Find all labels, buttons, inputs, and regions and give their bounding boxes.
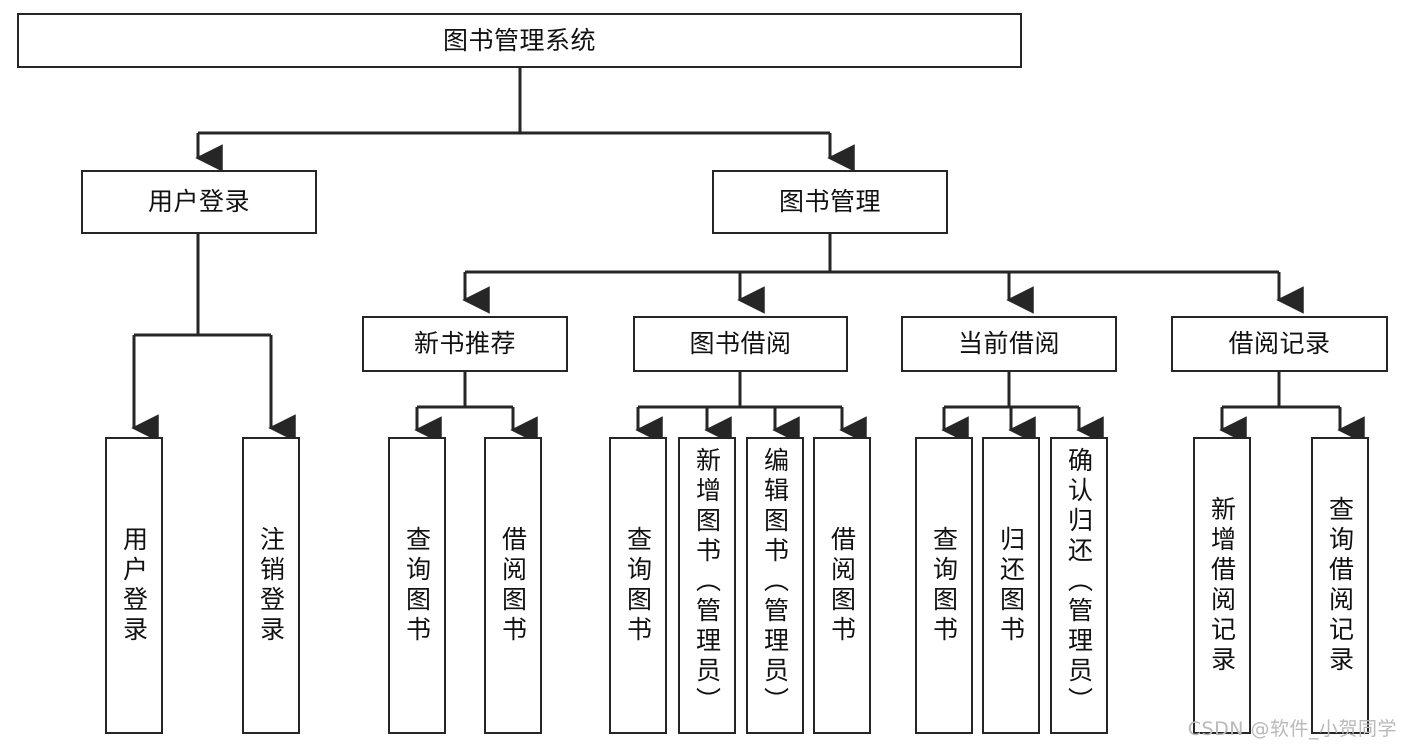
node-leaf-logout[interactable]: 注销登录 <box>242 437 300 734</box>
node-leaf-borrow-query-book-label: 查询图书 <box>623 525 653 646</box>
node-leaf-current-query-book-label: 查询图书 <box>929 525 959 646</box>
node-leaf-user-login[interactable]: 用户登录 <box>105 437 163 734</box>
node-user-login-label: 用户登录 <box>147 187 250 217</box>
node-new-book-recommend[interactable]: 新书推荐 <box>362 316 568 372</box>
node-leaf-newbook-borrow-book-label: 借阅图书 <box>498 525 528 646</box>
node-borrow-record-label: 借阅记录 <box>1228 329 1331 359</box>
node-leaf-newbook-query-book-label: 查询图书 <box>402 525 432 646</box>
node-book-borrow[interactable]: 图书借阅 <box>633 316 848 372</box>
node-user-login[interactable]: 用户登录 <box>81 170 317 234</box>
node-current-borrow-label: 当前借阅 <box>957 329 1060 359</box>
node-leaf-borrow-book[interactable]: 借阅图书 <box>813 437 871 734</box>
node-leaf-newbook-borrow-book[interactable]: 借阅图书 <box>484 437 542 734</box>
node-leaf-borrow-query-book[interactable]: 查询图书 <box>609 437 667 734</box>
node-leaf-query-borrow-record[interactable]: 查询借阅记录 <box>1311 437 1369 734</box>
node-leaf-borrow-book-label: 借阅图书 <box>827 525 857 646</box>
node-leaf-add-book-admin[interactable]: 新增图书（管理员） <box>678 437 736 734</box>
node-leaf-edit-book-admin-label: 编辑图书（管理员） <box>760 447 790 717</box>
node-leaf-logout-label: 注销登录 <box>256 525 286 646</box>
node-leaf-edit-book-admin[interactable]: 编辑图书（管理员） <box>746 437 804 734</box>
node-leaf-confirm-return-admin-label: 确认归还（管理员） <box>1064 447 1094 717</box>
node-book-borrow-label: 图书借阅 <box>689 329 792 359</box>
node-leaf-user-login-label: 用户登录 <box>119 525 149 646</box>
node-leaf-return-book-label: 归还图书 <box>996 525 1026 646</box>
node-leaf-confirm-return-admin[interactable]: 确认归还（管理员） <box>1050 437 1108 734</box>
node-leaf-add-borrow-record-label: 新增借阅记录 <box>1207 495 1237 676</box>
node-leaf-return-book[interactable]: 归还图书 <box>982 437 1040 734</box>
node-leaf-add-borrow-record[interactable]: 新增借阅记录 <box>1193 437 1251 734</box>
node-root-label: 图书管理系统 <box>442 25 596 55</box>
node-leaf-add-book-admin-label: 新增图书（管理员） <box>692 447 722 717</box>
watermark: CSDN @软件_小贺同学 <box>1187 718 1397 740</box>
node-book-manage-label: 图书管理 <box>778 187 881 217</box>
node-new-book-recommend-label: 新书推荐 <box>413 329 516 359</box>
node-leaf-query-borrow-record-label: 查询借阅记录 <box>1325 495 1355 676</box>
node-current-borrow[interactable]: 当前借阅 <box>901 316 1117 372</box>
node-book-manage[interactable]: 图书管理 <box>712 170 948 234</box>
node-root[interactable]: 图书管理系统 <box>17 13 1022 68</box>
node-leaf-newbook-query-book[interactable]: 查询图书 <box>388 437 446 734</box>
node-borrow-record[interactable]: 借阅记录 <box>1171 316 1388 372</box>
node-leaf-current-query-book[interactable]: 查询图书 <box>915 437 973 734</box>
